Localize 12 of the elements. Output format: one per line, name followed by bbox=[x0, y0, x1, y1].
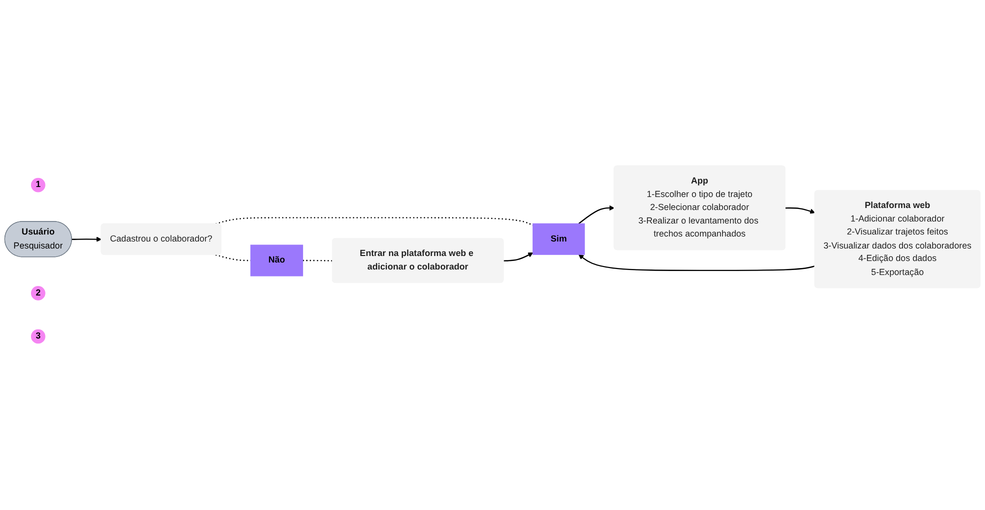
arrow bbox=[504, 252, 534, 262]
connector bbox=[302, 260, 333, 262]
arrow bbox=[578, 206, 615, 225]
arrow bbox=[785, 208, 816, 214]
arrow bbox=[72, 237, 102, 242]
node-circle: 2 bbox=[30, 286, 46, 301]
node-circle: 1 bbox=[30, 178, 46, 193]
node-box: Não bbox=[250, 245, 304, 277]
node-circle: 3 bbox=[30, 330, 46, 344]
arrow bbox=[578, 254, 816, 272]
connector bbox=[215, 218, 534, 226]
node-box: Sim bbox=[532, 224, 585, 256]
